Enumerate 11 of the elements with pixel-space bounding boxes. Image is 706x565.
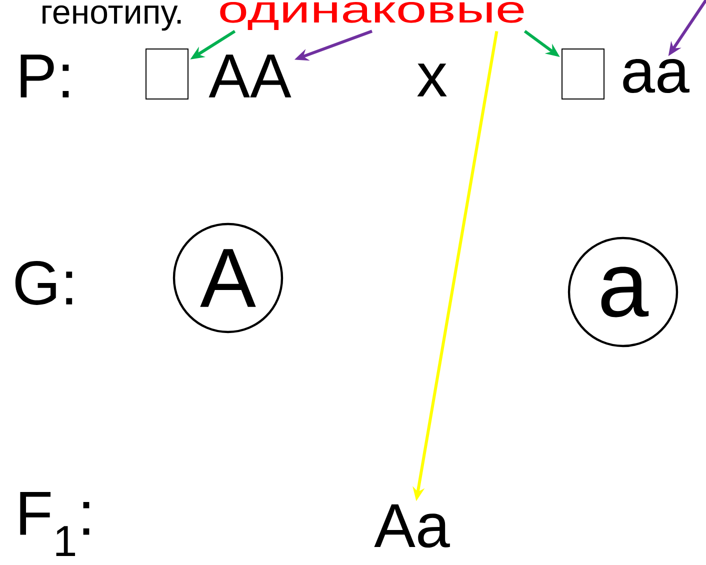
cross-sign: x bbox=[417, 64, 447, 96]
row-label: P: bbox=[20, 54, 69, 98]
heading-text: одинаковые bbox=[220, 2, 524, 30]
row-label: G: bbox=[15, 261, 72, 305]
box-symbol bbox=[146, 48, 188, 100]
row-label: F$_{1}$: bbox=[20, 492, 90, 556]
heading-text: генотипу. bbox=[42, 5, 181, 31]
genotype-text: Aa bbox=[374, 504, 450, 548]
genotype-text: aa bbox=[623, 59, 690, 93]
box-symbol bbox=[562, 48, 604, 100]
genotype-text: AA bbox=[208, 54, 292, 98]
